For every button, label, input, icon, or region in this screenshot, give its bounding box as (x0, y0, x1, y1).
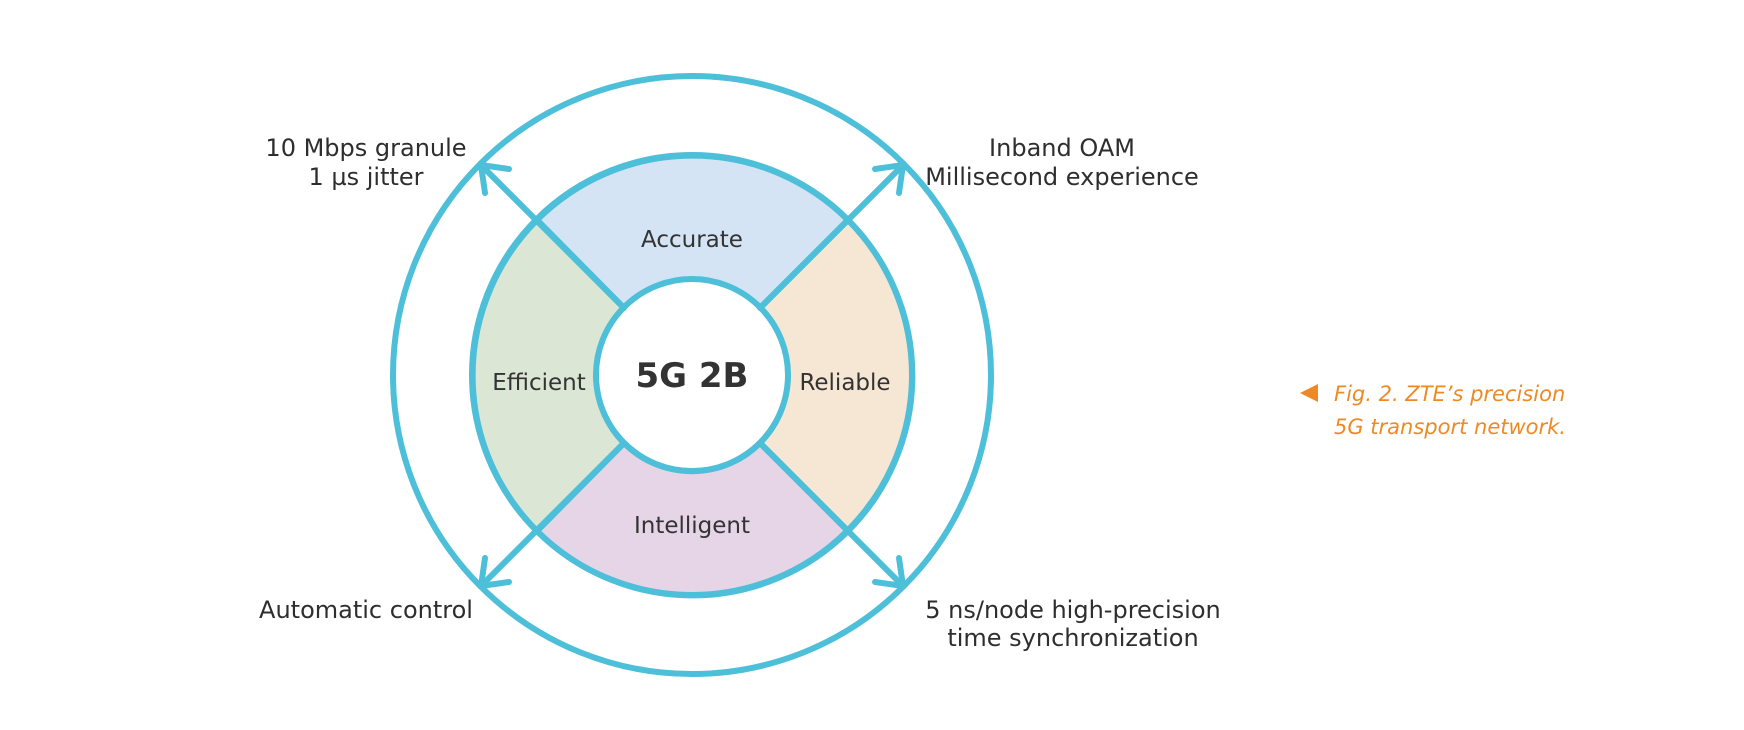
arrow-bottom-right (757, 440, 906, 589)
inner-ring (593, 276, 791, 474)
center-label: 5G 2B (636, 356, 749, 396)
arrow-top-left (478, 162, 627, 311)
segment-label-reliable: Reliable (799, 370, 890, 396)
outer-ring (390, 73, 994, 677)
callout-top-left-line1: 10 Mbps granule (265, 134, 466, 162)
segment-label-efficient: Efficient (492, 370, 586, 396)
segment-label-intelligent: Intelligent (634, 513, 750, 539)
figure-caption-line2: 5G transport network. (1334, 415, 1566, 439)
callout-bottom-right-line1: 5 ns/node high-precision (925, 596, 1220, 624)
arrow-bottom-left (478, 440, 627, 589)
figure-caption-line1: Fig. 2. ZTE’s precision (1334, 382, 1565, 406)
segment-label-accurate: Accurate (641, 227, 743, 253)
caption-pointer-icon (1300, 384, 1318, 402)
arrow-top-right (757, 162, 906, 311)
callout-top-right-line2: Millisecond experience (925, 163, 1199, 191)
callout-bottom-left-line1: Automatic control (259, 596, 473, 624)
callout-top-right-line1: Inband OAM (989, 134, 1135, 162)
callout-top-left-line2: 1 µs jitter (308, 163, 423, 191)
middle-ring (469, 152, 915, 598)
callout-bottom-right-line2: time synchronization (947, 624, 1198, 652)
